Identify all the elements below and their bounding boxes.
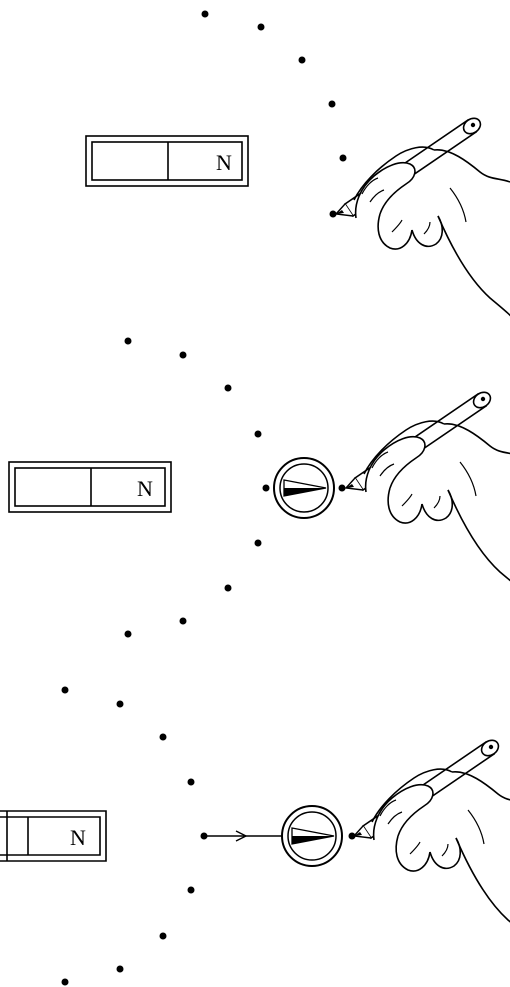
bar-magnet-icon: N <box>0 810 107 862</box>
compass-head-point <box>338 484 346 492</box>
panel-1: N <box>85 10 510 325</box>
compass-tail-point <box>262 484 270 492</box>
compass-head-point <box>348 832 356 840</box>
hand-with-pencil-icon <box>335 114 510 325</box>
magnet-north-label: N <box>70 825 86 850</box>
hand-with-pencil-icon <box>353 736 510 947</box>
panel-2: N <box>8 337 510 638</box>
hand-with-pencil-icon <box>345 388 510 599</box>
magnet-north-label: N <box>216 150 232 175</box>
compass-icon <box>281 805 343 867</box>
traced-points <box>201 10 347 218</box>
magnet-north-label: N <box>137 476 153 501</box>
arrow-icon <box>200 830 282 842</box>
bar-magnet-icon: N <box>85 135 249 187</box>
traced-points <box>124 337 262 638</box>
traced-points <box>61 686 195 986</box>
panel-3: N <box>0 686 510 986</box>
bar-magnet-icon: N <box>8 461 172 513</box>
compass-icon <box>273 457 335 519</box>
